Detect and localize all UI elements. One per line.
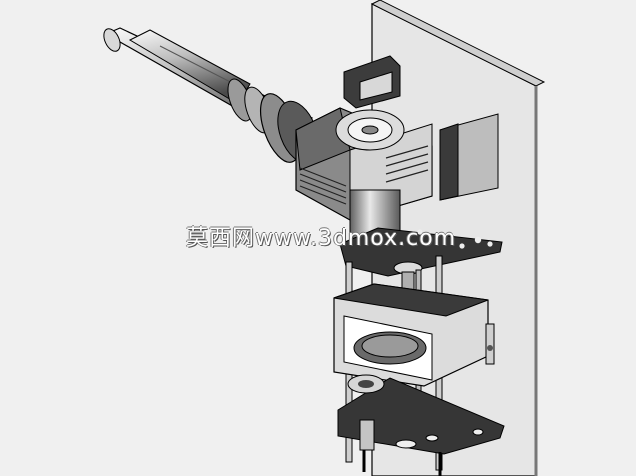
top-bracket — [343, 55, 499, 201]
lower-fixture-plate — [337, 374, 505, 476]
upper-flange-plate — [339, 227, 503, 299]
site-watermark: 莫西网www.3dmox.com — [186, 226, 457, 251]
lower-gearbox — [333, 283, 495, 387]
motor-shaft — [103, 27, 319, 164]
